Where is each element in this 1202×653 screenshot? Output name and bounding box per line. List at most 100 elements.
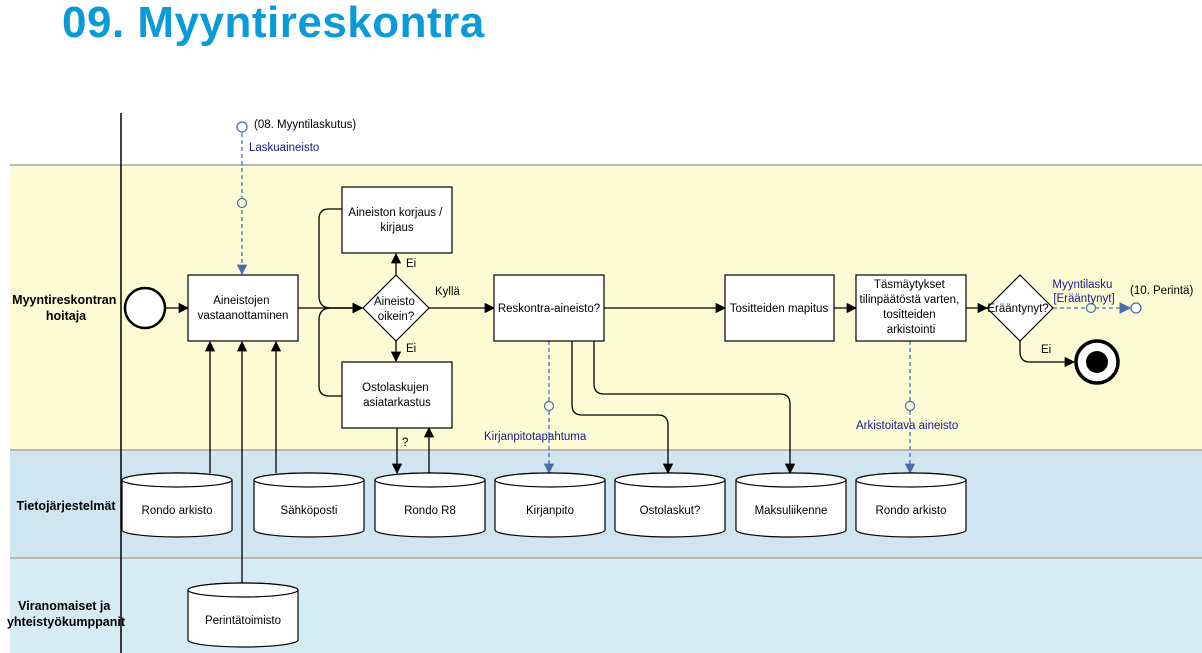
task-tasmaytys[interactable]: Täsmäytykset tilinpäätöstä varten, tosit… [855, 274, 967, 342]
task-label-line: Aineiston korjaus / [348, 207, 443, 219]
task-asiatarkastus[interactable]: Ostolaskujen asiatarkastus [341, 361, 453, 429]
datastore-maksuliikenne[interactable]: Maksuliikenne [735, 472, 847, 538]
gateway-oikein[interactable]: Aineisto oikein? [362, 274, 430, 342]
task-label: Reskontra-aineisto? [498, 303, 600, 315]
datastore-top [614, 472, 726, 488]
datastore-top [855, 472, 967, 488]
lane-label-line: Viranomaiset ja [18, 599, 111, 613]
flow-reskontra-to-ostolaskut [571, 341, 674, 475]
task-reskontra[interactable]: Reskontra-aineisto? [493, 274, 605, 342]
myyntilasku-label-line: Myyntilasku [1052, 279, 1112, 291]
task-label: Aineistojen vastaanottaminen [198, 295, 289, 322]
task-label-line: Aineistojen [213, 295, 269, 307]
gateway-diamond[interactable] [362, 274, 430, 342]
end-event-inner [1086, 351, 1108, 373]
task-box[interactable] [341, 361, 453, 429]
datastore-top [494, 472, 606, 488]
lane-backgrounds [10, 113, 1202, 653]
datastore-top [253, 472, 365, 488]
lane-label-line: hoitaja [46, 309, 87, 323]
flow-korjaus-to-gateway [318, 208, 364, 314]
task-mapitus[interactable]: Tositteiden mapitus [724, 274, 835, 342]
branch-label-kylla: Kyllä [435, 286, 461, 298]
datastore-rondo-arkisto-1[interactable]: Rondo arkisto [121, 472, 233, 538]
task-korjaus[interactable]: Aineiston korjaus / kirjaus [341, 186, 453, 254]
branch-label-question: ? [402, 437, 408, 449]
task-box[interactable] [341, 186, 453, 254]
task-label-line: vastaanottaminen [198, 310, 289, 322]
gateway-label-line: oikein? [378, 311, 414, 323]
task-box[interactable] [493, 274, 605, 342]
datastore-label: Rondo R8 [404, 505, 456, 517]
branch-label-ei-end: Ei [1041, 344, 1051, 356]
task-label-line: Reskontra-aineisto? [498, 303, 600, 315]
datastore-label: Perintätoimisto [205, 615, 281, 627]
lane-label-line: Tietojärjestelmät [16, 499, 116, 513]
flow-reskontra-to-maksuliikenne [593, 341, 796, 475]
datastore-top [121, 472, 233, 488]
datastore-label: Sähköposti [281, 505, 338, 517]
flow-gateway-to-end [1019, 341, 1076, 368]
task-label-line: Ostolaskujen [362, 382, 428, 394]
branch-label-ei-up: Ei [406, 258, 416, 270]
task-label-line: Tositteiden mapitus [730, 303, 829, 315]
start-event [123, 286, 167, 330]
sequence-flows [165, 208, 1076, 583]
datastore-kirjanpito[interactable]: Kirjanpito [494, 472, 606, 538]
task-label: Tositteiden mapitus [730, 303, 829, 315]
task-box[interactable] [187, 274, 299, 342]
gateway-label-line: Erääntynyt? [987, 303, 1048, 315]
kirjanpito-association-icon [543, 400, 555, 412]
datastore-perintatoimisto[interactable]: Perintätoimisto [187, 582, 299, 648]
gateway-diamond[interactable] [986, 274, 1054, 342]
task-label-line: asiatarkastus [363, 397, 431, 409]
datastore-rondo-r8[interactable]: Rondo R8 [374, 472, 486, 538]
myyntilasku-label: Myyntilasku [Erääntynyt] [1052, 279, 1115, 305]
datastore-label: Kirjanpito [526, 505, 574, 517]
datastores: Rondo arkisto Sähköposti Rondo R8 Kirjanpit… [121, 472, 967, 648]
task-box[interactable] [855, 274, 967, 342]
incoming-ref-circle [236, 121, 248, 133]
task-label-line: arkistointi [887, 324, 936, 336]
flow-asiatarkastus-to-gateway [318, 302, 364, 397]
datastore-top [374, 472, 486, 488]
datastore-label: Maksuliikenne [755, 505, 828, 517]
task-label: Aineiston korjaus / kirjaus [348, 207, 445, 234]
incoming-ref-label: (08. Myyntilaskutus) [254, 119, 356, 131]
gateway-erantynyt[interactable]: Erääntynyt? [986, 274, 1054, 342]
lane-label-line: Myyntireskontran [12, 293, 116, 307]
outgoing-ref-circle [1130, 302, 1142, 314]
gateway-label-line: Aineisto [374, 296, 415, 308]
myyntilasku-association-icon [1085, 302, 1097, 314]
datastore-label: Rondo arkisto [876, 505, 947, 517]
task-box[interactable] [724, 274, 835, 342]
lane-label-tietojarjestelmat: Tietojärjestelmät [16, 499, 116, 513]
datastore-label: Ostolaskut? [640, 505, 701, 517]
datastore-rondo-arkisto-2[interactable]: Rondo arkisto [855, 472, 967, 538]
outgoing-ref-label: (10. Perintä) [1130, 285, 1193, 297]
kirjanpitotapahtuma-label: Kirjanpitotapahtuma [484, 431, 587, 443]
end-event [1074, 339, 1120, 385]
task-label-line: tilinpäätöstä varten, [860, 294, 960, 306]
arkistoitava-label: Arkistoitava aineisto [856, 420, 958, 432]
myyntilasku-label-line: [Erääntynyt] [1053, 293, 1114, 305]
outgoing-message-flow: Myyntilasku [Erääntynyt] (10. Perintä) [1052, 279, 1193, 314]
datastore-top [735, 472, 847, 488]
laskuaineisto-label: Laskuaineisto [249, 142, 319, 154]
lane-label-line: yhteistyökumppanit [7, 615, 126, 629]
lane-label-hoitaja: Myyntireskontran hoitaja [12, 293, 120, 323]
datastore-sahkoposti[interactable]: Sähköposti [253, 472, 365, 538]
data-association-icon [236, 197, 248, 209]
task-label-line: Täsmäytykset [874, 279, 946, 291]
gateway-label: Erääntynyt? [987, 303, 1048, 315]
task-label-line: tositteiden [883, 309, 935, 321]
data-associations: Kirjanpitotapahtuma Arkistoitava aineist… [484, 341, 958, 475]
task-label-line: kirjaus [380, 222, 413, 234]
arkistoitava-association-icon [904, 400, 916, 412]
task-vastaanotto[interactable]: Aineistojen vastaanottaminen [187, 274, 299, 342]
task-label: Täsmäytykset tilinpäätöstä varten, tosit… [860, 279, 963, 336]
datastore-top [187, 582, 299, 598]
datastore-label: Rondo arkisto [142, 505, 213, 517]
datastore-ostolaskut[interactable]: Ostolaskut? [614, 472, 726, 538]
